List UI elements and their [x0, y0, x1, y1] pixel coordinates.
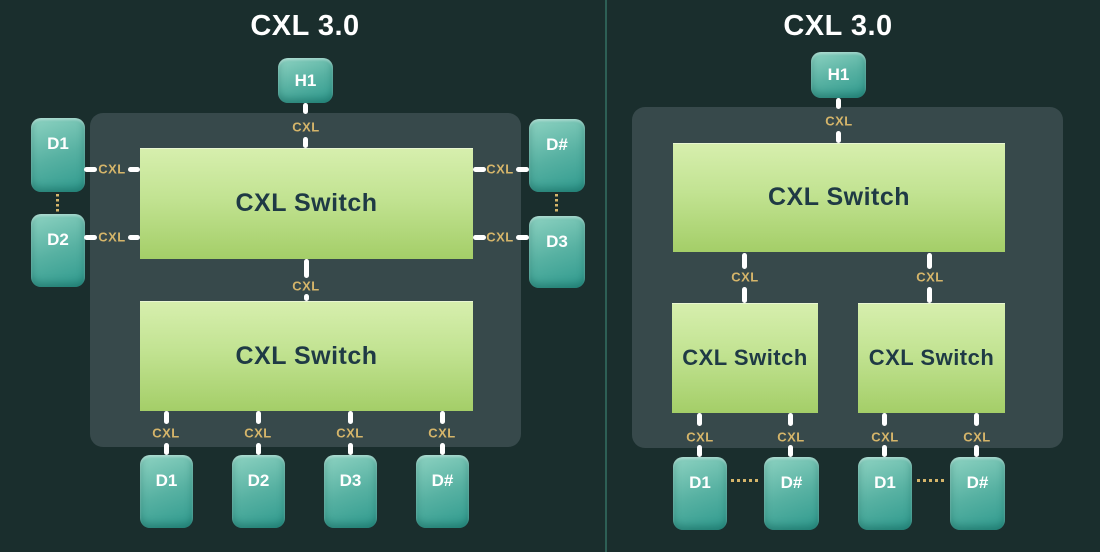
device-node: D2 [31, 214, 85, 287]
ellipsis-dots-horizontal [917, 479, 946, 482]
cxl-link-label: CXL [486, 229, 514, 245]
device-node: D# [416, 455, 469, 528]
cxl-link-label: CXL [731, 269, 759, 285]
link-line [516, 167, 529, 172]
link-line [164, 411, 169, 424]
cxl-link-label: CXL [98, 161, 126, 177]
cxl-switch-node: CXL Switch [673, 143, 1005, 252]
device-node: D# [529, 119, 585, 192]
link-line [440, 443, 445, 455]
device-node: D2 [232, 455, 285, 528]
device-node: D# [950, 457, 1005, 530]
cxl-link-label: CXL [244, 425, 272, 441]
switch-label: CXL Switch [868, 345, 995, 370]
switch-label: CXL Switch [235, 341, 378, 370]
device-node: D1 [31, 118, 85, 192]
link-line [836, 131, 841, 143]
cxl-switch-node: CXL Switch [672, 303, 818, 413]
switch-label: CXL Switch [235, 189, 378, 217]
ellipsis-dots-vertical [56, 194, 59, 212]
link-line [303, 103, 308, 114]
link-line [303, 137, 308, 148]
link-line [256, 443, 261, 455]
link-line [516, 235, 529, 240]
right-diagram-title: CXL 3.0 [783, 10, 893, 42]
left-diagram-title: CXL 3.0 [250, 10, 360, 42]
cxl-switch-node: CXL Switch [140, 301, 473, 411]
link-line [927, 253, 932, 269]
device-node: D3 [324, 455, 377, 528]
cxl-link-label: CXL [428, 425, 456, 441]
switch-label: CXL Switch [767, 183, 911, 211]
link-line [473, 167, 486, 172]
link-line [742, 253, 747, 269]
cxl-switch-node: CXL Switch [858, 303, 1005, 413]
cxl-switch-node: CXL Switch [140, 148, 473, 259]
device-node: D1 [140, 455, 193, 528]
host-node: H1 [811, 52, 866, 98]
link-line [473, 235, 486, 240]
link-line [974, 413, 979, 426]
device-node: D1 [858, 457, 912, 530]
device-node: D# [764, 457, 819, 530]
cxl-link-label: CXL [486, 161, 514, 177]
link-line [348, 443, 353, 455]
link-line [84, 235, 97, 240]
device-node: D3 [529, 216, 585, 288]
link-line [882, 445, 887, 457]
link-line [256, 411, 261, 424]
link-line [836, 98, 841, 109]
link-line [128, 167, 140, 172]
cxl-link-label: CXL [98, 229, 126, 245]
cxl-link-label: CXL [871, 429, 899, 445]
link-line [440, 411, 445, 424]
cxl-link-label: CXL [336, 425, 364, 441]
switch-label: CXL Switch [682, 345, 808, 370]
link-line [882, 413, 887, 426]
link-line [788, 413, 793, 426]
cxl-link-label: CXL [916, 269, 944, 285]
cxl-link-label: CXL [292, 119, 320, 135]
link-line [927, 287, 932, 303]
link-line [304, 259, 309, 278]
vertical-divider [605, 0, 607, 552]
cxl-link-label: CXL [963, 429, 991, 445]
link-line [974, 445, 979, 457]
link-line [304, 294, 309, 301]
link-line [742, 287, 747, 303]
device-node: D1 [673, 457, 727, 530]
cxl-link-label: CXL [825, 113, 853, 129]
link-line [697, 445, 702, 457]
cxl-link-label: CXL [152, 425, 180, 441]
link-line [697, 413, 702, 426]
link-line [788, 445, 793, 457]
link-line [164, 443, 169, 455]
host-node: H1 [278, 58, 333, 103]
cxl-link-label: CXL [292, 278, 320, 294]
cxl-link-label: CXL [777, 429, 805, 445]
ellipsis-dots-vertical [555, 194, 558, 212]
link-line [348, 411, 353, 424]
link-line [128, 235, 140, 240]
ellipsis-dots-horizontal [731, 479, 760, 482]
cxl-link-label: CXL [686, 429, 714, 445]
link-line [84, 167, 97, 172]
